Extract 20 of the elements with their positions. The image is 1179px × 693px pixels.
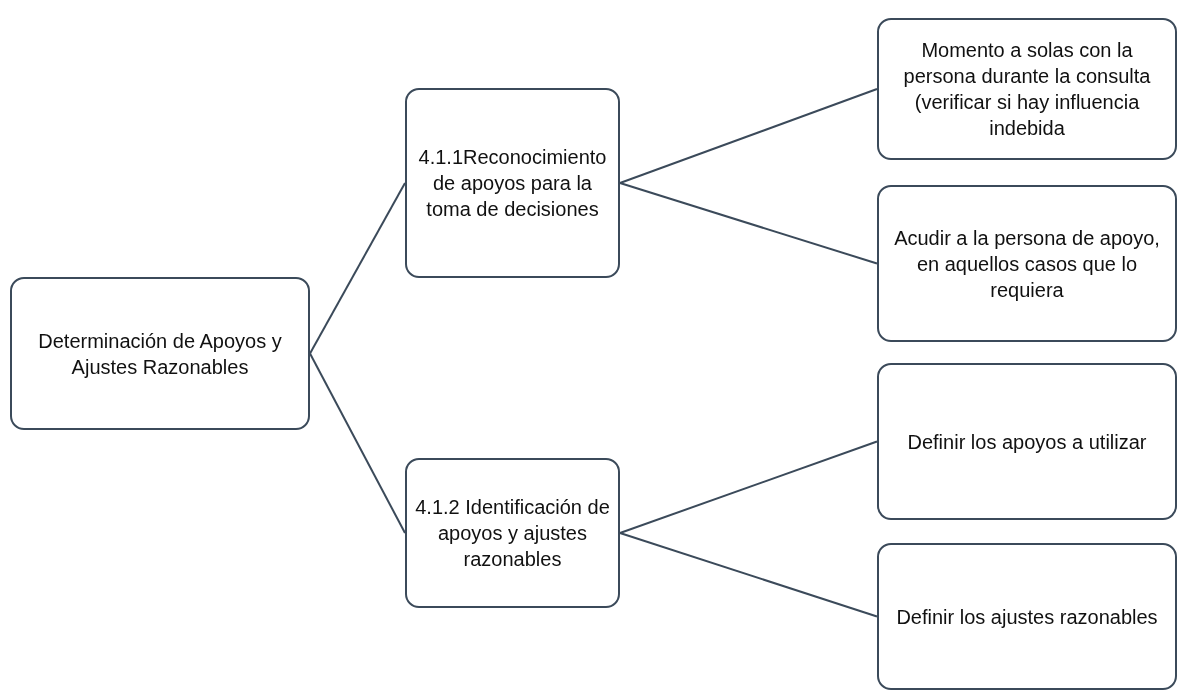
node-label: Momento a solas con la persona durante la consulta (verificar si hay influencia indebida xyxy=(902,38,1152,141)
process-box xyxy=(405,88,620,278)
node-label: Determinación de Apoyos y Ajustes Razonables xyxy=(37,328,283,380)
connector-line xyxy=(619,440,878,534)
connector-line xyxy=(619,532,878,618)
node-label: 4.1.2 Identificación de apoyos y ajustes razonables xyxy=(414,495,611,572)
connector-line xyxy=(309,182,406,355)
connector-line xyxy=(619,182,878,265)
process-box xyxy=(877,363,1177,520)
node-label: 4.1.1Reconocimiento de apoyos para la toma de decisiones xyxy=(417,145,608,222)
connector-line xyxy=(619,88,878,184)
node-label: Definir los ajustes razonables xyxy=(896,604,1158,630)
process-box xyxy=(877,185,1177,342)
process-box xyxy=(877,18,1177,160)
connector-line xyxy=(309,352,406,534)
node-label: Acudir a la persona de apoyo, en aquellos casos que lo requiera xyxy=(893,225,1161,303)
process-box xyxy=(10,277,310,430)
process-box xyxy=(877,543,1177,690)
process-box xyxy=(405,458,620,608)
node-label: Definir los apoyos a utilizar xyxy=(907,429,1147,455)
